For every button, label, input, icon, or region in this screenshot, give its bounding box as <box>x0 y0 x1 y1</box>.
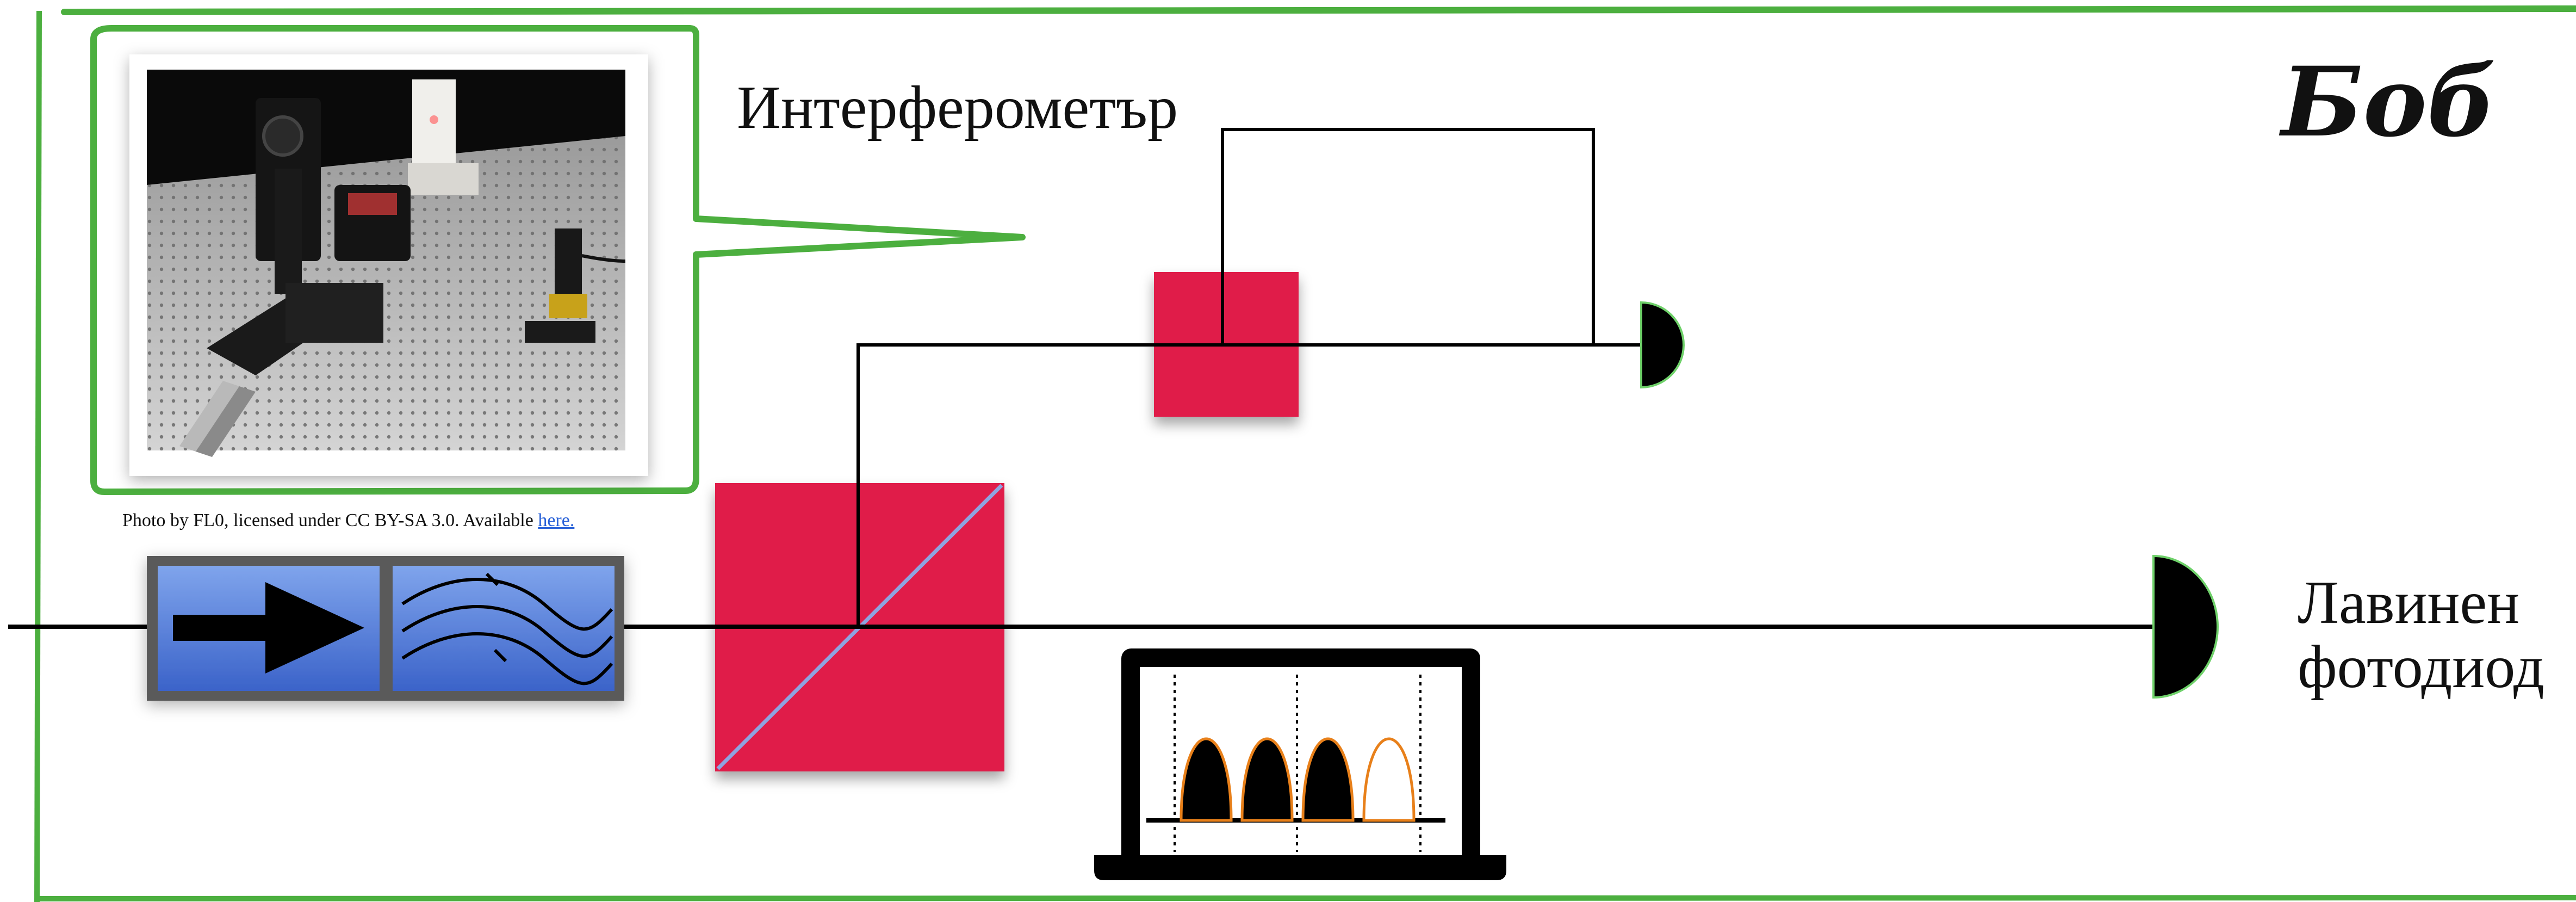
diagram-title: Боб <box>2281 46 2496 158</box>
detector-label-line2: фотодиод <box>2298 633 2545 701</box>
lab-frame-top <box>61 5 2576 15</box>
pulse-1 <box>1180 737 1233 822</box>
wave-lines-icon <box>401 572 613 685</box>
pulse-3 <box>1301 737 1355 822</box>
avalanche-photodiode <box>2152 554 2219 699</box>
detector-label-line1: Лавинен <box>2298 569 2520 637</box>
interferometer-detector <box>1640 301 1685 389</box>
right-arrow-icon <box>173 582 364 674</box>
lab-frame-bottom <box>36 895 2576 901</box>
lab-frame-left <box>34 10 42 902</box>
pulse-2 <box>1240 737 1294 822</box>
beam-splitter-large <box>715 483 1004 771</box>
pulse-4 <box>1362 737 1416 822</box>
pulse-group <box>1180 737 1416 822</box>
photo-callout-outline <box>90 25 1026 495</box>
photo-caption-text: Photo by FL0, licensed under CC BY-SA 3.… <box>122 510 533 530</box>
photo-source-link[interactable]: here. <box>538 510 575 530</box>
photo-caption: Photo by FL0, licensed under CC BY-SA 3.… <box>122 511 574 530</box>
detector-label: Лавинен фотодиод <box>2298 571 2544 699</box>
interferometer-label: Интерферометър <box>737 74 1178 141</box>
photo-card <box>129 54 648 476</box>
beam-splitter-small <box>1154 272 1299 417</box>
laptop-icon <box>1094 648 1506 880</box>
